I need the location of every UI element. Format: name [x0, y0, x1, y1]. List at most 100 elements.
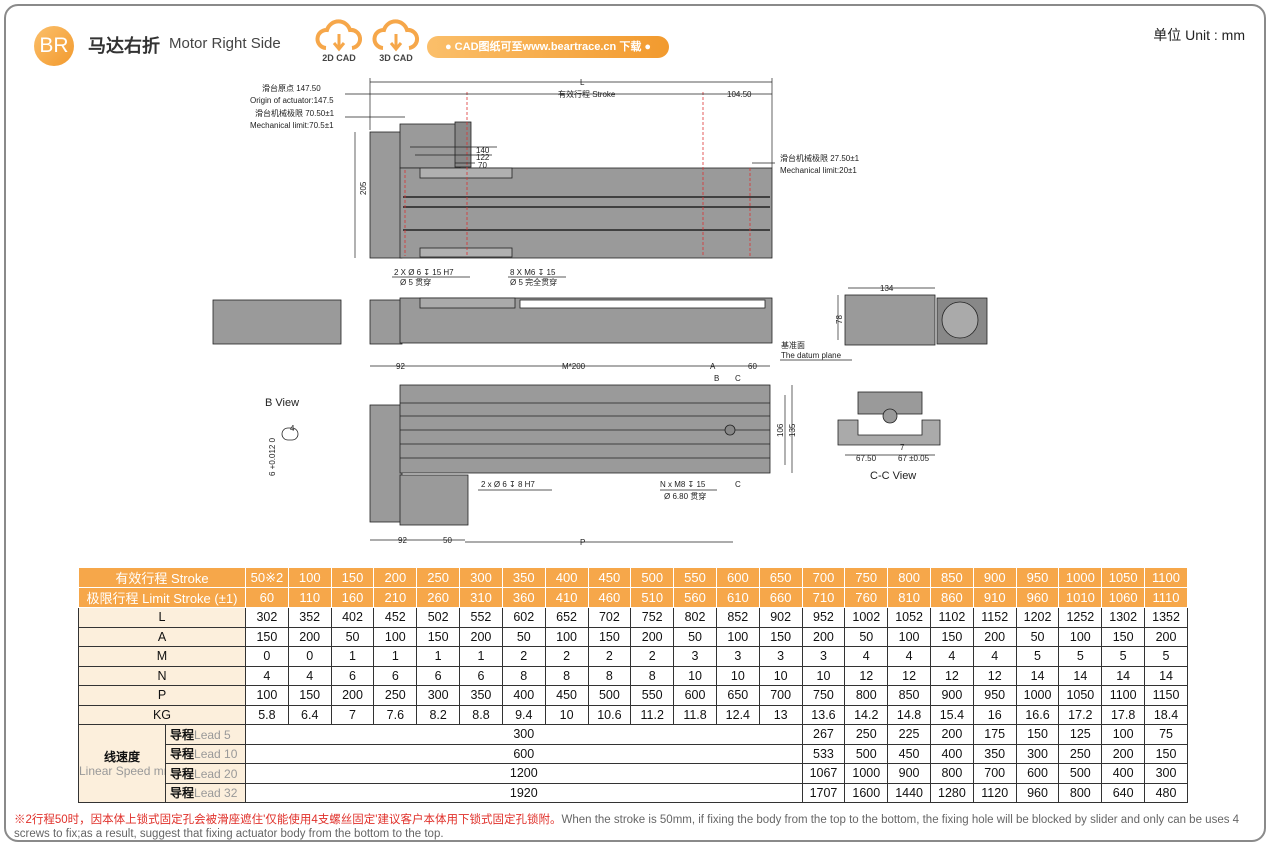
- limit-stroke-cell: 1010: [1058, 587, 1103, 608]
- table-cell: 10: [758, 665, 803, 686]
- cad-2d-download[interactable]: 2D CAD: [311, 18, 367, 63]
- table-cell: 100: [544, 626, 589, 647]
- speed-cell: 400: [930, 743, 974, 764]
- speed-cell: 225: [887, 724, 931, 745]
- lead-label: 导程Lead 10: [165, 743, 246, 764]
- cc-dim-67: 67 ±0.05: [898, 454, 930, 463]
- download-link[interactable]: ● CAD图纸可至www.beartrace.cn 下载 ●: [427, 36, 669, 58]
- cloud-download-icon: [372, 19, 419, 52]
- table-cell: 10: [544, 704, 589, 725]
- table-cell: 9.4: [501, 704, 546, 725]
- speed-cell: 480: [1144, 782, 1188, 803]
- table-cell: 4: [245, 665, 289, 686]
- table-cell: 50: [844, 626, 889, 647]
- hole-spec-2b: Ø 5 完全贯穿: [510, 277, 557, 287]
- speed-cell: 200: [930, 724, 974, 745]
- table-cell: 14: [1058, 665, 1103, 686]
- speed-label-en: Linear Speed mm/s: [79, 763, 165, 778]
- side-view: [212, 294, 988, 346]
- table-cell: 8.2: [416, 704, 461, 725]
- table-cell: 14.8: [887, 704, 931, 725]
- dim-70: 70: [478, 161, 487, 170]
- table-cell: 200: [330, 685, 375, 706]
- limit-stroke-cell: 310: [459, 587, 503, 608]
- table-cell: 500: [587, 685, 632, 706]
- table-cell: 1150: [1144, 685, 1188, 706]
- speed-cell: 300: [1015, 743, 1060, 764]
- series-badge: BR: [34, 26, 74, 66]
- stroke-cell: 150: [330, 567, 375, 588]
- dim-92-bottom: 92: [398, 536, 407, 545]
- table-cell: 8: [544, 665, 589, 686]
- lead-label: 导程Lead 32: [165, 782, 246, 803]
- table-cell: 1: [373, 646, 418, 667]
- table-cell: 100: [1058, 626, 1103, 647]
- cad-3d-download[interactable]: 3D CAD: [368, 18, 424, 63]
- datum-cn: 基准面: [781, 340, 805, 350]
- speed-cell: 300: [1144, 763, 1188, 784]
- speed-cell: 200: [1101, 743, 1146, 764]
- table-cell: 7.6: [373, 704, 418, 725]
- table-cell: 13.6: [801, 704, 846, 725]
- speed-cell: 700: [972, 763, 1017, 784]
- dim-B: B: [714, 374, 719, 383]
- table-cell: 6: [330, 665, 375, 686]
- speed-cell: 250: [844, 724, 889, 745]
- b-view-slot: [281, 427, 299, 441]
- table-cell: 3: [801, 646, 846, 667]
- hole-spec-4b: Ø 6.80 贯穿: [664, 491, 706, 501]
- table-cell: 3: [758, 646, 803, 667]
- limit-stroke-cell: 710: [801, 587, 846, 608]
- stroke-cell: 300: [459, 567, 503, 588]
- speed-cell: 100: [1101, 724, 1146, 745]
- page-frame: [4, 4, 1266, 842]
- table-cell: 8.8: [459, 704, 503, 725]
- stroke-cell: 950: [1015, 567, 1060, 588]
- table-cell: 150: [1101, 626, 1146, 647]
- speed-cell: 400: [1101, 763, 1146, 784]
- stroke-cell: 750: [844, 567, 889, 588]
- table-cell: 1352: [1144, 607, 1188, 628]
- table-cell: 150: [587, 626, 632, 647]
- table-cell: 100: [245, 685, 289, 706]
- table-cell: 11.8: [673, 704, 717, 725]
- table-cell: 11.2: [630, 704, 675, 725]
- table-cell: 3: [715, 646, 760, 667]
- table-cell: 600: [673, 685, 717, 706]
- speed-cell: 1120: [972, 782, 1017, 803]
- table-cell: 2: [587, 646, 632, 667]
- table-cell: 100: [887, 626, 931, 647]
- stroke-cell: 800: [887, 567, 931, 588]
- dim-140: 140: [476, 146, 490, 155]
- table-cell: 5.8: [245, 704, 289, 725]
- limit-stroke-cell: 60: [245, 587, 289, 608]
- speed-span-cell: 1200: [245, 763, 803, 784]
- table-cell: 402: [330, 607, 375, 628]
- speed-cell: 1707: [801, 782, 846, 803]
- table-cell: 50: [673, 626, 717, 647]
- dim-205: 205: [359, 181, 368, 195]
- speed-cell: 800: [1058, 782, 1103, 803]
- datum-en: The datum plane: [781, 351, 842, 360]
- speed-cell: 533: [801, 743, 846, 764]
- table-cell: 450: [544, 685, 589, 706]
- table-cell: 4: [287, 665, 332, 686]
- table-cell: 10.6: [587, 704, 632, 725]
- stroke-cell: 850: [930, 567, 974, 588]
- table-cell: 200: [287, 626, 332, 647]
- table-cell: 5: [1144, 646, 1188, 667]
- table-cell: 17.2: [1058, 704, 1103, 725]
- table-cell: 100: [715, 626, 760, 647]
- table-cell: 12: [887, 665, 931, 686]
- limit-stroke-cell: 210: [373, 587, 418, 608]
- table-cell: 150: [758, 626, 803, 647]
- limit-stroke-cell: 560: [673, 587, 717, 608]
- table-cell: 18.4: [1144, 704, 1188, 725]
- table-cell: 50: [1015, 626, 1060, 647]
- speed-span-cell: 1920: [245, 782, 803, 803]
